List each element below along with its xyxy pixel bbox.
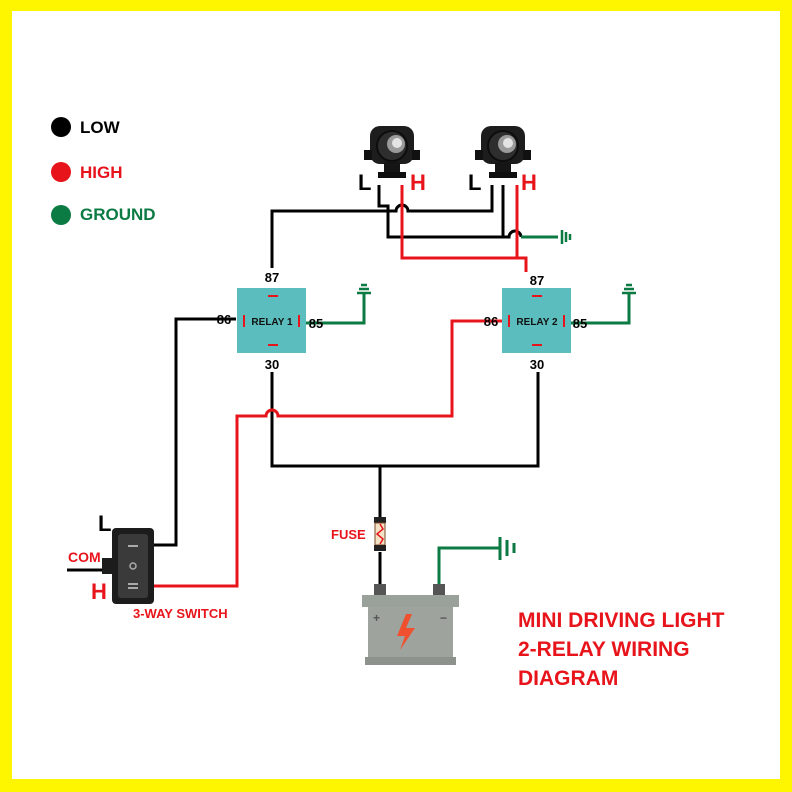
relay-1: RELAY 1 87 86 85 30 bbox=[217, 270, 323, 372]
fuse-label: FUSE bbox=[331, 527, 366, 542]
wire-relay1-ground bbox=[306, 293, 366, 325]
wire-lamp1-low bbox=[377, 185, 523, 239]
lamp2-low-label: L bbox=[468, 170, 481, 195]
switch-low-label: L bbox=[98, 511, 111, 536]
switch-label: 3-WAY SWITCH bbox=[133, 606, 228, 621]
fuse: FUSE bbox=[331, 517, 386, 551]
ground-symbol-battery bbox=[498, 537, 516, 560]
wire-battery-ground bbox=[437, 546, 500, 584]
relay1-label: RELAY 1 bbox=[251, 317, 293, 328]
relay2-pin86: 86 bbox=[484, 314, 498, 329]
rocker-switch: L COM H 3-WAY SWITCH bbox=[68, 511, 228, 621]
ground-symbol-relay1 bbox=[355, 283, 373, 295]
relay1-pin86: 86 bbox=[217, 312, 231, 327]
relay2-label: RELAY 2 bbox=[516, 317, 558, 328]
wire-lamp1-high bbox=[400, 185, 528, 272]
lamp1-low-label: L bbox=[358, 170, 371, 195]
title-line-3: DIAGRAM bbox=[518, 667, 618, 690]
relay1-pin87: 87 bbox=[265, 270, 279, 285]
wire-switch-low-to-relay1 bbox=[153, 317, 236, 547]
relay2-pin87: 87 bbox=[530, 273, 544, 288]
legend-ground-dot bbox=[51, 205, 71, 225]
wire-relay2-ground bbox=[571, 293, 631, 325]
switch-com-label: COM bbox=[68, 549, 101, 565]
ground-symbol-lamps bbox=[560, 228, 572, 246]
wires bbox=[67, 185, 631, 588]
relay-2: RELAY 2 87 86 85 30 bbox=[484, 273, 587, 372]
relay1-pin85: 85 bbox=[309, 316, 323, 331]
lamp2-high-label: H bbox=[521, 170, 537, 195]
diagram-title: MINI DRIVING LIGHT 2-RELAY WIRING DIAGRA… bbox=[518, 609, 725, 690]
lamp1-high-label: H bbox=[410, 170, 426, 195]
svg-text:+: + bbox=[373, 611, 380, 625]
driving-light-1: L H bbox=[358, 125, 426, 195]
relay2-pin30: 30 bbox=[530, 357, 544, 372]
title-line-2: 2-RELAY WIRING bbox=[518, 638, 690, 661]
wire-relay1-30 bbox=[270, 372, 540, 468]
legend-high-dot bbox=[51, 162, 71, 182]
legend-low-dot bbox=[51, 117, 71, 137]
legend-ground-label: GROUND bbox=[80, 205, 156, 224]
relay2-pin85: 85 bbox=[573, 316, 587, 331]
svg-text:−: − bbox=[440, 611, 447, 625]
switch-high-label: H bbox=[91, 579, 107, 604]
legend: LOW HIGH GROUND bbox=[51, 117, 156, 225]
wire-relay1-87-to-low bbox=[270, 185, 494, 268]
battery: + − bbox=[362, 584, 459, 665]
legend-high-label: HIGH bbox=[80, 163, 123, 182]
legend-low-label: LOW bbox=[80, 118, 121, 137]
wire-switch-high-to-relay2 bbox=[153, 319, 502, 588]
title-line-1: MINI DRIVING LIGHT bbox=[518, 609, 725, 632]
relay1-pin30: 30 bbox=[265, 357, 279, 372]
driving-light-2: L H bbox=[468, 125, 537, 195]
ground-symbol-relay2 bbox=[620, 283, 638, 295]
